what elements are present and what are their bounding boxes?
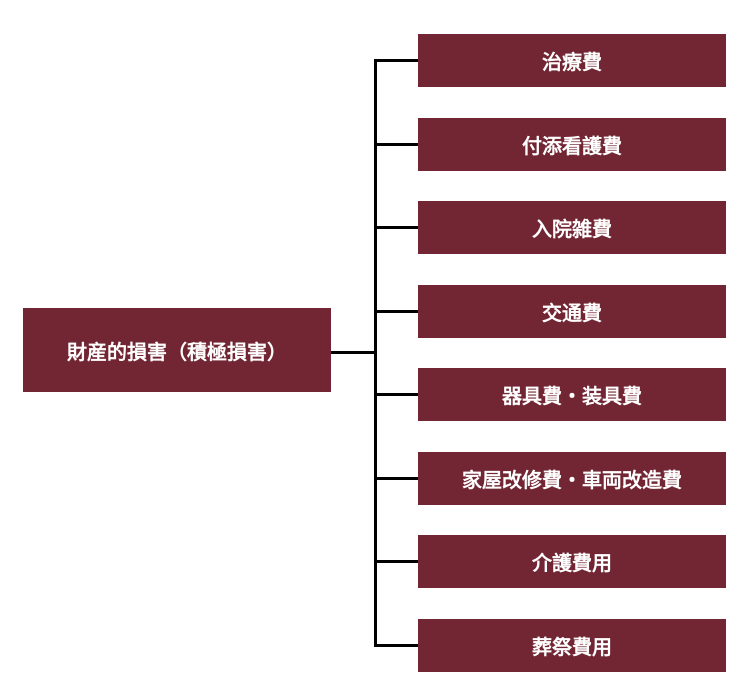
child-node-label: 家屋改修費・車両改造費	[462, 468, 682, 492]
child-node-transport: 交通費	[418, 285, 726, 338]
child-node-funeral: 葬祭費用	[418, 619, 726, 672]
branch-line	[374, 59, 418, 62]
branch-line	[374, 560, 418, 563]
root-connector	[331, 351, 376, 354]
branch-line	[374, 644, 418, 647]
child-node-label: 器具費・装具費	[502, 384, 642, 408]
child-node-equipment: 器具費・装具費	[418, 368, 726, 421]
branch-line	[374, 143, 418, 146]
child-node-label: 交通費	[542, 301, 602, 325]
child-node-hospital-misc: 入院雑費	[418, 201, 726, 254]
child-node-label: 介護費用	[532, 551, 612, 575]
root-node: 財産的損害（積極損害）	[23, 308, 331, 392]
branch-line	[374, 310, 418, 313]
root-node-label: 財産的損害（積極損害）	[67, 339, 287, 364]
child-node-treatment: 治療費	[418, 34, 726, 87]
branch-line	[374, 226, 418, 229]
child-node-care: 介護費用	[418, 535, 726, 588]
child-node-renovation: 家屋改修費・車両改造費	[418, 452, 726, 505]
branch-line	[374, 393, 418, 396]
child-node-label: 付添看護費	[522, 134, 622, 158]
trunk-line	[374, 59, 377, 647]
child-node-label: 治療費	[542, 50, 602, 74]
child-node-label: 葬祭費用	[532, 635, 612, 659]
branch-line	[374, 477, 418, 480]
child-node-label: 入院雑費	[532, 217, 612, 241]
child-node-nursing: 付添看護費	[418, 118, 726, 171]
